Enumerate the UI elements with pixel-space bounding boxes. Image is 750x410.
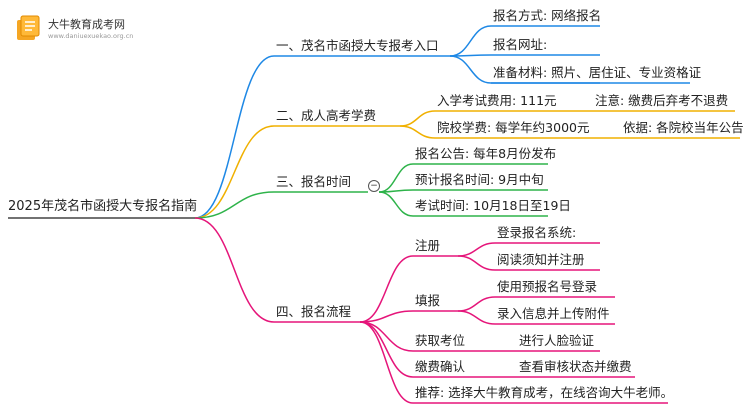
logo-url: www.daniuexuekao.org.cn — [48, 32, 134, 40]
branch-2-note-1: 注意: 缴费后弃考不退费 — [595, 93, 729, 108]
book-icon — [17, 15, 40, 40]
step-fill-label: 填报 — [415, 293, 441, 308]
logo: 大牛教育成考网 www.daniuexuekao.org.cn — [14, 10, 144, 48]
collapse-toggle-button[interactable]: − — [368, 180, 380, 192]
connector-b4-step-seat — [359, 321, 414, 352]
branch-3-item-3: 考试时间: 10月18日至19日 — [415, 198, 571, 213]
branch-3-label[interactable]: 三、报名时间 — [276, 174, 352, 189]
connector-root-branch-2 — [194, 125, 275, 219]
step-register-label: 注册 — [415, 238, 441, 253]
step-fill-sub-2: 录入信息并上传附件 — [497, 306, 610, 321]
connector-b2-item-2 — [399, 125, 436, 139]
connector-root-branch-1 — [194, 55, 275, 219]
connector-fill-2 — [457, 310, 496, 325]
step-register-sub-2: 阅读须知并注册 — [497, 252, 585, 267]
connector-root-branch-4 — [194, 217, 275, 323]
branch-2-item-1: 入学考试费用: 111元 — [437, 93, 557, 108]
branch-3-item-2: 预计报名时间: 9月中旬 — [415, 172, 544, 187]
connector-root-branch-3 — [194, 191, 275, 219]
step-register-sub-1: 登录报名系统: — [497, 225, 577, 240]
branch-2-note-2: 依据: 各院校当年公告 — [623, 120, 744, 135]
connector-b4-step-fill — [359, 310, 414, 323]
branch-1-item-2: 报名网址: — [493, 37, 548, 52]
connector-register-1 — [457, 242, 496, 257]
branch-1-item-3: 准备材料: 照片、居住证、专业资格证 — [493, 65, 702, 80]
branch-2-item-2: 院校学费: 每学年约3000元 — [437, 120, 590, 135]
step-pay-sub-1: 查看审核状态并缴费 — [519, 359, 632, 374]
connector-b4-recommend — [359, 321, 414, 404]
step-pay-label: 缴费确认 — [415, 359, 466, 374]
connector-fill-1 — [457, 296, 496, 312]
step-fill-sub-1: 使用预报名号登录 — [497, 279, 598, 294]
logo-title: 大牛教育成考网 — [48, 18, 125, 31]
branch-1-label[interactable]: 一、茂名市函授大专报考入口 — [276, 38, 439, 53]
branch-1-item-1: 报名方式: 网络报名 — [493, 8, 602, 23]
connector-b2-item-1 — [399, 110, 436, 127]
connector-register-2 — [457, 255, 496, 271]
root-title: 2025年茂名市函授大专报名指南 — [8, 199, 198, 214]
connector-b3-item-3 — [378, 191, 414, 217]
connector-b1-item-3 — [449, 55, 492, 84]
branch-4-label[interactable]: 四、报名流程 — [276, 304, 352, 319]
connector-b1-item-1 — [449, 25, 492, 57]
connector-b4-step-register — [359, 255, 414, 323]
branch-3-item-1: 报名公告: 每年8月份发布 — [415, 146, 557, 161]
branch-2-label[interactable]: 二、成人高考学费 — [276, 108, 377, 123]
step-seat-sub-1: 进行人脸验证 — [519, 333, 595, 348]
recommend-text: 推荐: 选择大牛教育成考，在线咨询大牛老师。 — [415, 385, 674, 400]
connector-b3-item-1 — [378, 163, 414, 193]
step-seat-label: 获取考位 — [415, 333, 466, 348]
